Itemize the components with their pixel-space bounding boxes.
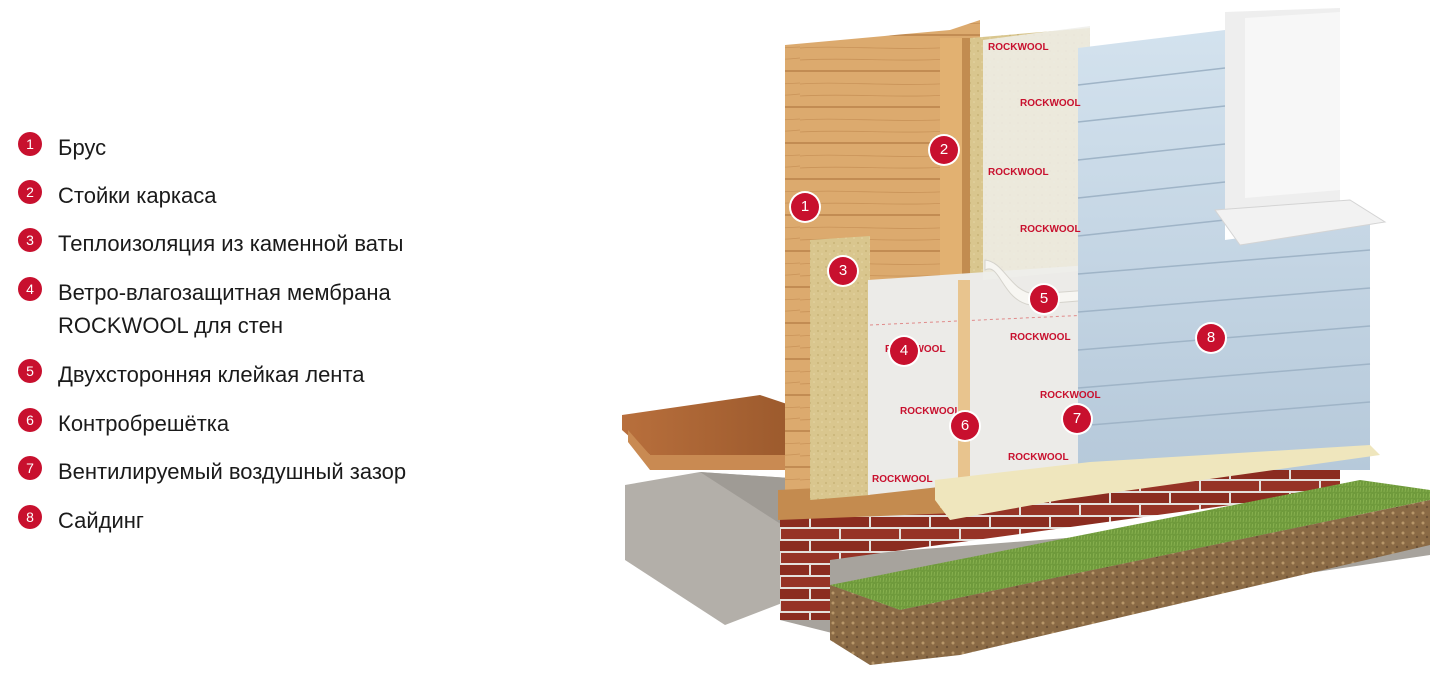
legend-item: 6 Контробрешётка xyxy=(18,407,229,440)
legend-label: Теплоизоляция из каменной ваты xyxy=(58,231,404,256)
legend-number-badge: 7 xyxy=(18,456,42,480)
stone-wool-insulation xyxy=(810,236,870,500)
legend-label: Брус xyxy=(58,135,107,160)
brand-label: ROCKWOOL xyxy=(1020,224,1081,235)
frame-stud-side xyxy=(962,38,970,508)
legend-label: Двухсторонняя клейкая лента xyxy=(58,362,365,387)
legend-number-badge: 5 xyxy=(18,359,42,383)
legend-label: Сайдинг xyxy=(58,508,144,533)
brand-label: ROCKWOOL xyxy=(1040,390,1101,401)
callout-counter-batten: 6 xyxy=(951,412,979,440)
brand-label: ROCKWOOL xyxy=(1008,452,1069,463)
legend-item: 2 Стойки каркаса xyxy=(18,179,216,212)
legend-label: Ветро-влагозащитная мембрана xyxy=(58,280,391,305)
legend-number-badge: 8 xyxy=(18,505,42,529)
legend-item: 3 Теплоизоляция из каменной ваты xyxy=(18,227,403,260)
callout-air-gap: 7 xyxy=(1063,405,1091,433)
callout-membrane: 4 xyxy=(890,337,918,365)
brand-label: ROCKWOOL xyxy=(988,167,1049,178)
grass xyxy=(830,480,1430,610)
legend-number-badge: 2 xyxy=(18,180,42,204)
legend-number-badge: 3 xyxy=(18,228,42,252)
window-glass xyxy=(1245,12,1340,198)
floor-board xyxy=(622,395,790,455)
floor-joist xyxy=(628,430,790,470)
wind-membrane xyxy=(868,265,1090,495)
callout-insulation: 3 xyxy=(829,257,857,285)
brand-label: ROCKWOOL xyxy=(988,42,1049,53)
brand-label: ROCKWOOL xyxy=(1020,98,1081,109)
brick-plinth-face xyxy=(780,500,830,620)
callout-siding: 8 xyxy=(1197,324,1225,352)
legend-label: Вентилируемый воздушный зазор xyxy=(58,459,407,484)
legend-label-multiline: Ветро-влагозащитная мембрана ROCKWOOL дл… xyxy=(58,276,391,342)
concrete-foundation xyxy=(625,472,790,625)
legend-label-line2: ROCKWOOL для стен xyxy=(58,313,283,338)
brand-label: ROCKWOOL xyxy=(1010,332,1071,343)
legend-number-badge: 1 xyxy=(18,132,42,156)
legend-item: 5 Двухсторонняя клейкая лента xyxy=(18,358,365,391)
legend-label: Стойки каркаса xyxy=(58,183,217,208)
siding-panels xyxy=(1078,30,1370,470)
base-flashing xyxy=(935,445,1380,520)
brand-label: ROCKWOOL xyxy=(872,474,933,485)
membrane-overlap-line xyxy=(869,314,1091,326)
brand-label: ROCKWOOL xyxy=(900,406,961,417)
legend-label: Контробрешётка xyxy=(58,411,230,436)
legend-number-badge: 6 xyxy=(18,408,42,432)
callout-timber: 1 xyxy=(791,193,819,221)
legend-number-badge: 4 xyxy=(18,277,42,301)
legend-item: 7 Вентилируемый воздушный зазор xyxy=(18,455,406,488)
legend-item: 8 Сайдинг xyxy=(18,504,144,537)
counter-batten xyxy=(958,280,970,490)
legend-item: 1 Брус xyxy=(18,131,106,164)
wind-membrane-upper xyxy=(983,26,1090,280)
soil xyxy=(830,500,1430,665)
legend-item: 4 Ветро-влагозащитная мембрана ROCKWOOL … xyxy=(18,276,391,342)
callout-frame-stud: 2 xyxy=(930,136,958,164)
siding-lines xyxy=(1077,67,1371,427)
window-sill xyxy=(1214,199,1387,246)
callout-tape: 5 xyxy=(1030,285,1058,313)
